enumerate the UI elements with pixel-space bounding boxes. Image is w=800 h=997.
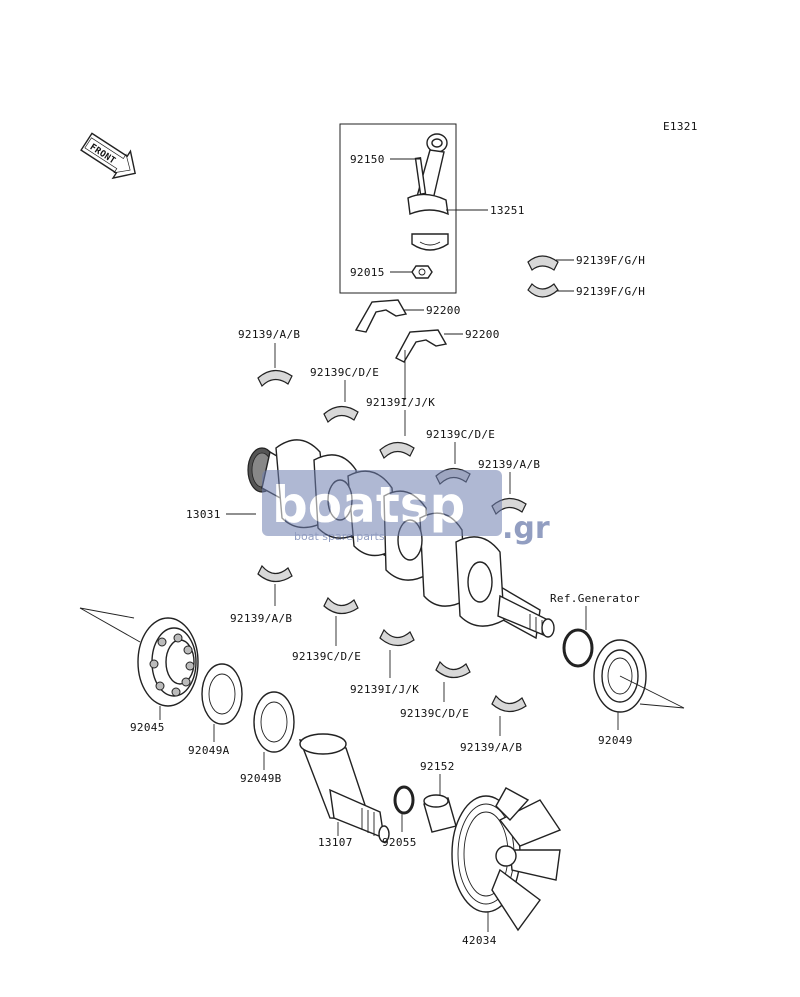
- label-92045: 92045: [130, 721, 165, 734]
- label-92015: 92015: [350, 266, 385, 279]
- label-92139cde-1: 92139C/D/E: [310, 366, 379, 379]
- bearing-shell-fgh-lower: [527, 283, 559, 298]
- front-arrow-icon: FRONT: [80, 132, 136, 180]
- label-13107: 13107: [318, 836, 353, 849]
- label-92139ab-1: 92139/A/B: [238, 328, 300, 341]
- watermark-brand: boatsp: [272, 476, 465, 534]
- label-92139ab-2: 92139/A/B: [478, 458, 540, 471]
- label-92139fgh-1: 92139F/G/H: [576, 254, 645, 267]
- label-92049a: 92049A: [188, 744, 230, 757]
- label-92200-1: 92200: [426, 304, 461, 317]
- label-92139cde-4: 92139C/D/E: [400, 707, 469, 720]
- thrust-washer-lower: [395, 329, 448, 363]
- label-92139ijk-1: 92139I/J/K: [366, 396, 435, 409]
- diagram-code: E1321: [663, 120, 698, 133]
- label-92049b: 92049B: [240, 772, 282, 785]
- watermark-tld: .gr: [502, 511, 550, 546]
- nut-92015: [411, 265, 433, 279]
- label-13251: 13251: [490, 204, 525, 217]
- bearing-shell-ab-3: [257, 564, 293, 583]
- o-ring-92055: [393, 785, 415, 815]
- conrod-assembly-box: [339, 123, 457, 294]
- bearing-shell-ab-4: [491, 694, 527, 713]
- connecting-rod: [407, 133, 449, 216]
- label-92139fgh-2: 92139F/G/H: [576, 285, 645, 298]
- oil-seal-92049b: [253, 691, 295, 753]
- label-92139cde-2: 92139C/D/E: [426, 428, 495, 441]
- impeller-42034: [451, 787, 562, 932]
- label-13031: 13031: [186, 508, 221, 521]
- shaft-13107: [298, 733, 390, 843]
- label-92152: 92152: [420, 760, 455, 773]
- label-92200-2: 92200: [465, 328, 500, 341]
- o-ring-generator: [562, 628, 594, 668]
- label-92139ab-3: 92139/A/B: [230, 612, 292, 625]
- bearing-shell-ab-1: [257, 369, 293, 388]
- ball-bearing-92045: [137, 617, 199, 707]
- label-92150: 92150: [350, 153, 385, 166]
- bearing-shell-fgh-upper: [527, 255, 559, 271]
- bearing-shell-cde-3: [323, 596, 359, 615]
- label-92049: 92049: [598, 734, 633, 747]
- thrust-washer-upper: [354, 299, 408, 333]
- collar-92152: [423, 794, 457, 833]
- bearing-shell-cde-4: [435, 660, 471, 679]
- label-92139ijk-2: 92139I/J/K: [350, 683, 419, 696]
- label-92055: 92055: [382, 836, 417, 849]
- bearing-shell-ijk-2: [379, 628, 415, 647]
- label-42034: 42034: [462, 934, 497, 947]
- oil-seal-92049a: [201, 663, 243, 725]
- label-92139cde-3: 92139C/D/E: [292, 650, 361, 663]
- rod-cap: [411, 233, 449, 251]
- watermark-logo: boatsp .gr boat spare parts: [262, 470, 550, 546]
- bearing-shell-cde-1: [323, 405, 359, 424]
- bearing-shell-ijk-1: [379, 441, 415, 460]
- label-ref-generator: Ref.Generator: [550, 592, 640, 605]
- watermark-tagline: boat spare parts: [294, 530, 385, 543]
- label-92139ab-4: 92139/A/B: [460, 741, 522, 754]
